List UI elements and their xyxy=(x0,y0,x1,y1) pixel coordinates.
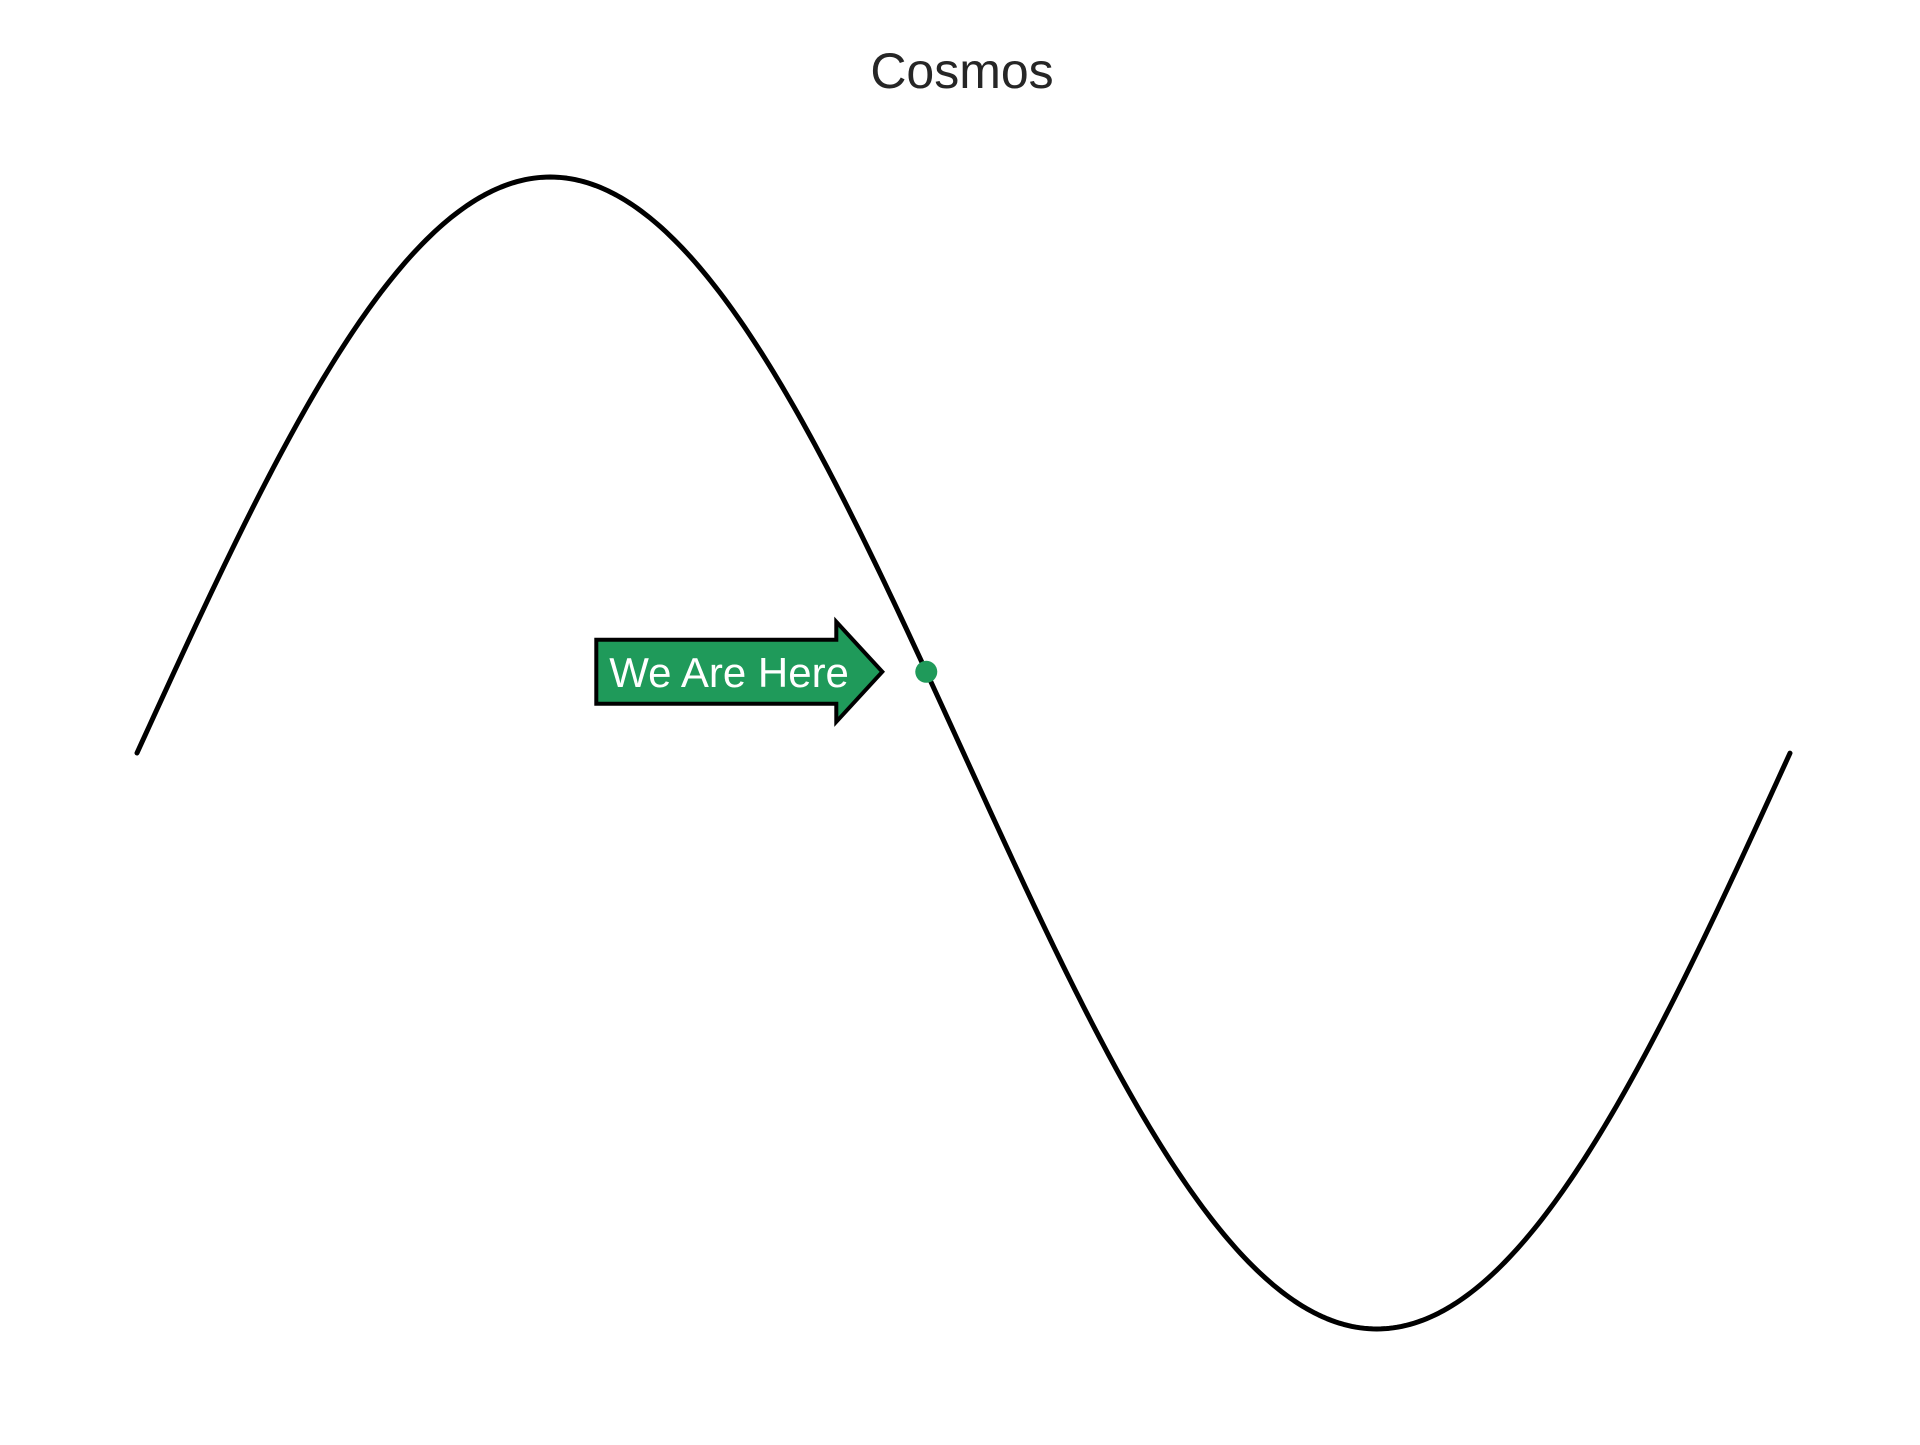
series-line xyxy=(134,174,1793,1332)
chart-title: Cosmos xyxy=(870,43,1053,99)
annotation-label: We Are Here xyxy=(609,649,849,696)
annotation-marker xyxy=(915,660,938,683)
annotation-arrow xyxy=(594,616,886,727)
